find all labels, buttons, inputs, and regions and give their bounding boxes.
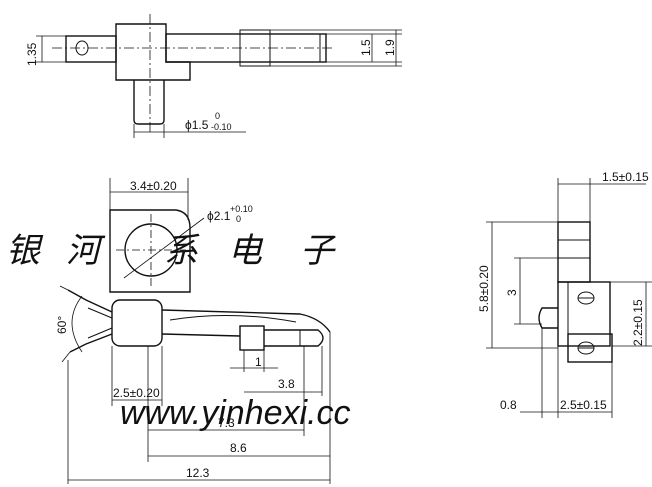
front-upper-plate bbox=[109, 209, 191, 293]
watermark-char-3: 系 bbox=[164, 232, 200, 270]
front-hole-leader bbox=[123, 217, 205, 279]
front-pin-barrel bbox=[264, 329, 324, 347]
watermark: 银 河 系 电 子 www.yinhexi.cc bbox=[6, 232, 351, 432]
front-dim-12-3: 12.3 bbox=[186, 466, 210, 480]
top-block bbox=[115, 23, 191, 81]
front-hole-tol-upper: +0.10 bbox=[230, 204, 253, 214]
watermark-char-1: 银 bbox=[6, 232, 44, 270]
side-top-width: 1.5±0.15 bbox=[602, 170, 649, 184]
front-spring-inner bbox=[87, 327, 113, 339]
front-contact-arm-lower bbox=[161, 333, 241, 337]
side-upper-body bbox=[557, 221, 591, 283]
top-pin-diameter: ϕ1.5 bbox=[185, 118, 209, 132]
front-spring-arm-upper bbox=[67, 289, 113, 313]
top-tab bbox=[65, 35, 117, 63]
side-bottom-left: 0.8 bbox=[500, 398, 517, 412]
front-dim-7-3: 7.3 bbox=[218, 416, 235, 430]
side-height: 5.8±0.20 bbox=[477, 265, 491, 312]
front-angle-arc bbox=[71, 295, 83, 353]
side-lower-block bbox=[557, 281, 611, 347]
watermark-char-2: 河 bbox=[66, 232, 106, 270]
front-angle: 60° bbox=[55, 316, 69, 334]
front-hole-diameter: ϕ2.1 bbox=[207, 209, 231, 223]
front-pin-collar bbox=[239, 325, 265, 351]
top-dim-right-a: 1.5 bbox=[359, 39, 373, 56]
front-width-bottom: 2.5±0.20 bbox=[113, 386, 160, 400]
front-angle-ext bbox=[61, 351, 71, 363]
front-view: 3.4±0.20 ϕ2.1 +0.10 0 60° 1 bbox=[55, 178, 331, 484]
top-view: 1.35 1.5 1.9 ϕ1.5 0 -0.10 bbox=[25, 14, 402, 138]
top-pin-tol-upper: 0 bbox=[215, 111, 220, 121]
front-contact-arm-upper bbox=[161, 309, 331, 333]
front-dim-3-8: 3.8 bbox=[278, 377, 295, 391]
top-dim-right-b: 1.9 bbox=[383, 39, 397, 56]
front-spring-arm-lower bbox=[69, 333, 113, 353]
side-bottom-right: 2.5±0.15 bbox=[560, 398, 607, 412]
front-dim-1: 1 bbox=[255, 355, 262, 369]
top-pin-tol-lower: -0.10 bbox=[211, 122, 232, 132]
front-width-top: 3.4±0.20 bbox=[130, 179, 177, 193]
watermark-char-5: 子 bbox=[300, 232, 336, 270]
front-dim-8-6: 8.6 bbox=[230, 441, 247, 455]
front-angle-ext bbox=[59, 285, 69, 291]
top-pin bbox=[133, 80, 165, 125]
side-right: 2.2±0.15 bbox=[631, 299, 645, 346]
side-bottom-tab bbox=[567, 333, 613, 363]
watermark-char-4: 电 bbox=[228, 232, 264, 270]
front-hole-tol-lower: 0 bbox=[236, 214, 241, 224]
side-mid: 3 bbox=[505, 289, 519, 296]
front-contact-spring bbox=[169, 314, 297, 323]
front-spring-inner bbox=[87, 307, 113, 319]
side-view: 1.5±0.15 5.8±0.20 3 2.2±0.15 0.8 bbox=[477, 170, 652, 418]
top-dim-left: 1.35 bbox=[25, 42, 39, 66]
front-body-block bbox=[111, 299, 163, 347]
side-pin bbox=[538, 307, 558, 329]
